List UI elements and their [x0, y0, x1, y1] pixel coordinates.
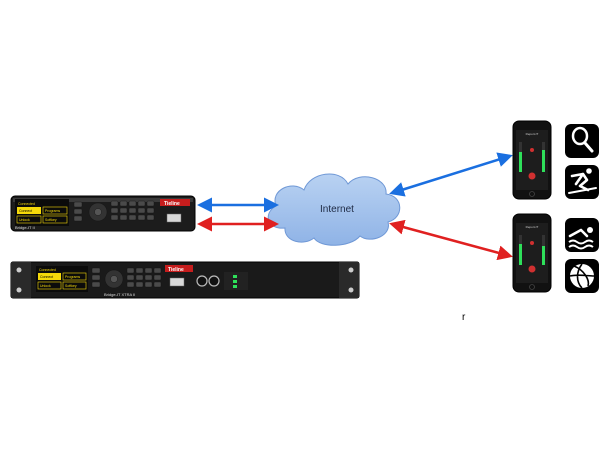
- usb-port: [166, 213, 182, 223]
- bridge-it-screen-button: Unlock: [19, 218, 30, 222]
- bridge-it-xtra-screen-button: Connect: [40, 275, 53, 279]
- bridge-it-xtra-screen-button: Softkey: [65, 284, 77, 288]
- tennis-icon: [565, 124, 599, 158]
- phone-screen-title: Report-IT: [526, 225, 539, 229]
- record-button-icon: [528, 265, 536, 273]
- bridge-it-xtra-screen: Connected Connect Programs Unlock Softke…: [36, 266, 88, 292]
- status-led: [233, 280, 237, 283]
- bridge-it-device: Connected Connect Programs Unlock Softke…: [10, 195, 196, 232]
- bridge-it-screen: Connected Connect Programs Unlock Softke…: [15, 199, 69, 226]
- internet-cloud: Internet: [267, 173, 401, 246]
- bridge-it-screen-button: Softkey: [45, 218, 57, 222]
- bridge-it-screen-button: Programs: [45, 209, 60, 213]
- bridge-it-screen-button: Connect: [19, 209, 32, 213]
- bridge-it-keys: [73, 200, 155, 222]
- phone-screen-title: Report-IT: [526, 132, 539, 136]
- connection-arrows: [197, 152, 513, 261]
- bridge-it-model-label: Bridge-IT II: [15, 225, 35, 230]
- bridge-it-xtra-status-text: Connected: [39, 268, 56, 272]
- skiing-icon: [565, 165, 599, 199]
- swimming-icon: [565, 218, 599, 252]
- stray-text: r: [462, 312, 466, 323]
- bridge-it-xtra-brand-logo: Tieline: [168, 267, 184, 273]
- phone-bottom: Report-IT: [512, 213, 552, 293]
- bridge-it-brand-logo: Tieline: [164, 201, 180, 207]
- red-phone-link-arrow: [389, 219, 513, 261]
- blue-phone-link-arrow: [389, 152, 513, 197]
- bridge-it-status-text: Connected: [18, 202, 35, 206]
- volleyball-icon: [565, 259, 599, 293]
- status-led: [233, 285, 237, 288]
- status-led: [233, 275, 237, 278]
- usb-port: [169, 277, 185, 287]
- bridge-it-xtra-device: Connected Connect Programs Unlock Softke…: [10, 261, 360, 299]
- internet-label: Internet: [320, 204, 354, 215]
- record-button-icon: [528, 172, 536, 180]
- bridge-it-xtra-model-label: Bridge-IT XTRA II: [104, 292, 135, 297]
- bridge-it-xtra-screen-button: Unlock: [40, 284, 51, 288]
- bridge-it-xtra-keys: [91, 267, 162, 289]
- headphone-jack-icon: [208, 275, 220, 287]
- bridge-it-xtra-screen-button: Programs: [65, 275, 80, 279]
- phone-top: Report-IT: [512, 120, 552, 200]
- headphone-jack-icon: [196, 275, 208, 287]
